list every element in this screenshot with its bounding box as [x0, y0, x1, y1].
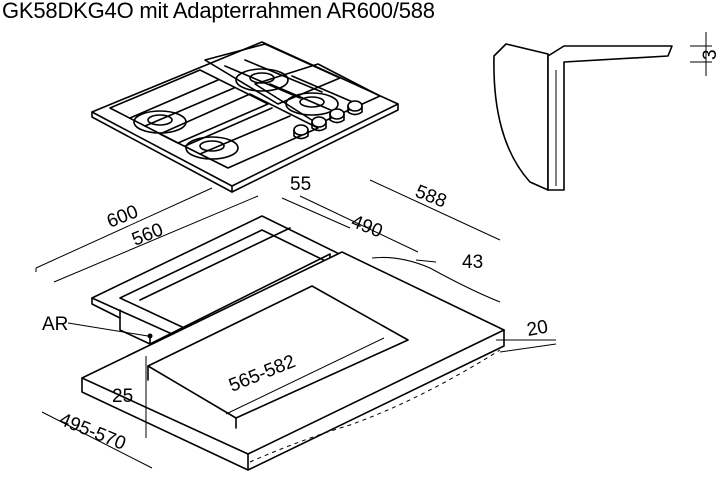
dim-20: 20 — [525, 317, 549, 341]
dim-495-570: 495-570 — [56, 409, 129, 455]
dim-25: 25 — [112, 386, 133, 407]
dim-490: 490 — [348, 211, 385, 242]
diagram-title: GK58DKG4O mit Adapterrahmen AR600/588 — [2, 0, 435, 23]
dimension-lines — [35, 179, 557, 469]
edge-detail — [493, 32, 712, 191]
gas-hob — [91, 41, 399, 193]
dim-55: 55 — [290, 174, 311, 195]
control-knobs — [293, 100, 363, 140]
dim-588: 588 — [412, 181, 449, 212]
worktop — [81, 251, 505, 471]
dim-560: 560 — [129, 219, 166, 250]
dim-43: 43 — [462, 252, 483, 273]
label-ar: AR — [42, 314, 68, 335]
dim-3: 3 — [700, 49, 720, 60]
